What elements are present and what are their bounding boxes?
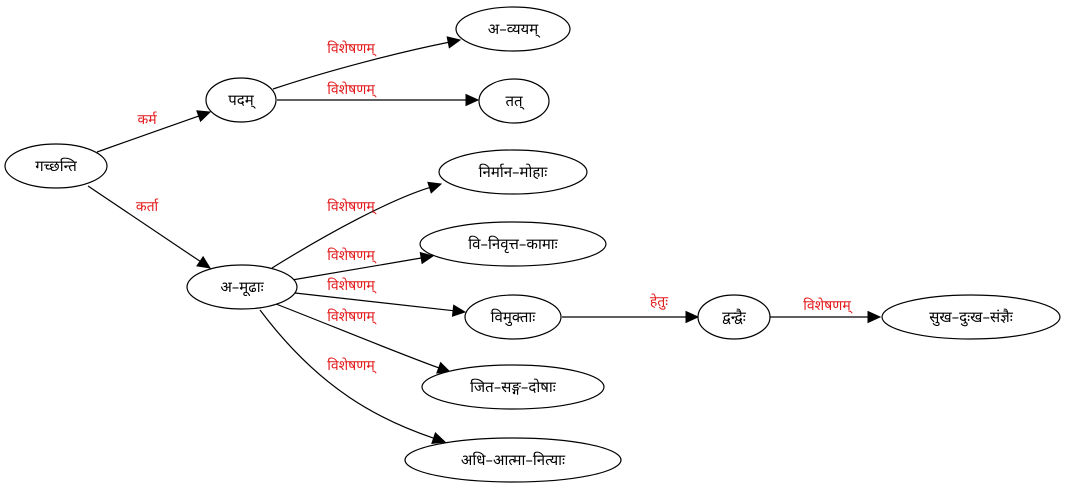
node-ellipse [455, 6, 571, 52]
arrowhead-icon [446, 36, 462, 49]
node-ellipse [186, 264, 298, 310]
edge-label: कर्म [137, 111, 157, 128]
edge-n11-n12: विशेषणम् [770, 297, 882, 324]
node-ellipse [205, 77, 277, 123]
node-label: गच्छन्ति [35, 157, 77, 175]
edge-line [272, 41, 449, 90]
edge-line [96, 115, 199, 153]
edge-label: विशेषणम् [327, 308, 377, 325]
node-n12: सुख–दुःख–संज्ञैः [881, 294, 1061, 340]
node-ellipse [697, 294, 771, 340]
arrowhead-icon [196, 255, 211, 269]
arrowhead-icon [465, 93, 480, 107]
node-n4: तत् [478, 78, 550, 124]
node-n1: गच्छन्ति [4, 143, 108, 189]
node-ellipse [4, 143, 108, 189]
node-label: सुख–दुःख–संज्ञैः [929, 308, 1013, 327]
edge-n1-n2: कर्म [96, 110, 212, 153]
node-ellipse [881, 294, 1061, 340]
edge-label: विशेषणम् [327, 247, 377, 264]
node-ellipse [421, 364, 605, 410]
node-ellipse [404, 437, 622, 483]
edges-layer: कर्म कर्ता विशेषणम् विशेषणम् विशेषणम् विशेषणम… [87, 36, 882, 444]
arrowhead-icon [867, 310, 882, 324]
node-label: तत् [505, 92, 524, 110]
edge-label: विशेषणम् [803, 297, 853, 314]
edge-label: विशेषणम् [327, 198, 377, 215]
edge-line [275, 303, 439, 369]
node-ellipse [478, 78, 550, 124]
edge-label: हेतुः [650, 293, 669, 310]
edge-line [271, 187, 430, 269]
node-n10: अधि–आत्मा–नित्याः [404, 437, 622, 483]
arrowhead-icon [451, 304, 467, 317]
edge-n1-n5: कर्ता [87, 185, 211, 269]
edge-n8-n11: हेतुः [562, 293, 700, 324]
edge-n2-n4: विशेषणम् [277, 81, 480, 107]
nodes-layer: गच्छन्ति पदम् अ–व्ययम् तत् अ–मूढाः निर्मान–मो… [4, 6, 1061, 483]
arrowhead-icon [419, 251, 435, 265]
edge-n5-n6: विशेषणम् [271, 181, 443, 269]
node-ellipse [464, 294, 562, 340]
edge-line [294, 292, 454, 312]
node-n5: अ–मूढाः [186, 264, 298, 310]
node-n11: द्वन्द्वैः [697, 294, 771, 340]
node-label: अ–व्ययम् [488, 20, 540, 38]
edge-label: विशेषणम् [327, 40, 377, 57]
node-label: अधि–आत्मा–नित्याः [461, 451, 566, 469]
edge-label: कर्ता [136, 198, 159, 215]
node-label: द्वन्द्वैः [722, 308, 747, 326]
node-ellipse [438, 149, 588, 195]
node-ellipse [419, 221, 607, 267]
node-label: पदम् [228, 91, 255, 109]
edge-n2-n3: विशेषणम् [272, 36, 462, 90]
node-label: विमुक्ताः [491, 308, 537, 327]
edge-label: विशेषणम् [327, 81, 377, 98]
node-label: निर्मान–मोहाः [479, 163, 549, 181]
arrowhead-icon [685, 310, 700, 324]
arrowhead-icon [427, 181, 443, 194]
edge-line [259, 309, 434, 439]
arrowhead-icon [431, 432, 447, 444]
arrowhead-icon [196, 110, 212, 123]
edge-line [87, 185, 201, 262]
edge-label: विशेषणम् [327, 277, 377, 294]
edge-line [291, 257, 422, 281]
edge-label: विशेषणम् [327, 357, 377, 374]
node-n8: विमुक्ताः [464, 294, 562, 340]
node-n9: जित–सङ्ग–दोषाः [421, 364, 605, 410]
edge-n5-n10: विशेषणम् [259, 309, 447, 444]
edge-n5-n8: विशेषणम् [294, 277, 467, 317]
node-label: अ–मूढाः [220, 278, 264, 297]
node-n6: निर्मान–मोहाः [438, 149, 588, 195]
node-n7: वि–निवृत्त–कामाः [419, 221, 607, 267]
node-label: वि–निवृत्त–कामाः [468, 235, 558, 254]
node-n2: पदम् [205, 77, 277, 123]
node-n3: अ–व्ययम् [455, 6, 571, 52]
node-label: जित–सङ्ग–दोषाः [470, 378, 557, 396]
edge-n5-n7: विशेषणम् [291, 247, 435, 281]
edge-n5-n9: विशेषणम् [275, 303, 452, 374]
